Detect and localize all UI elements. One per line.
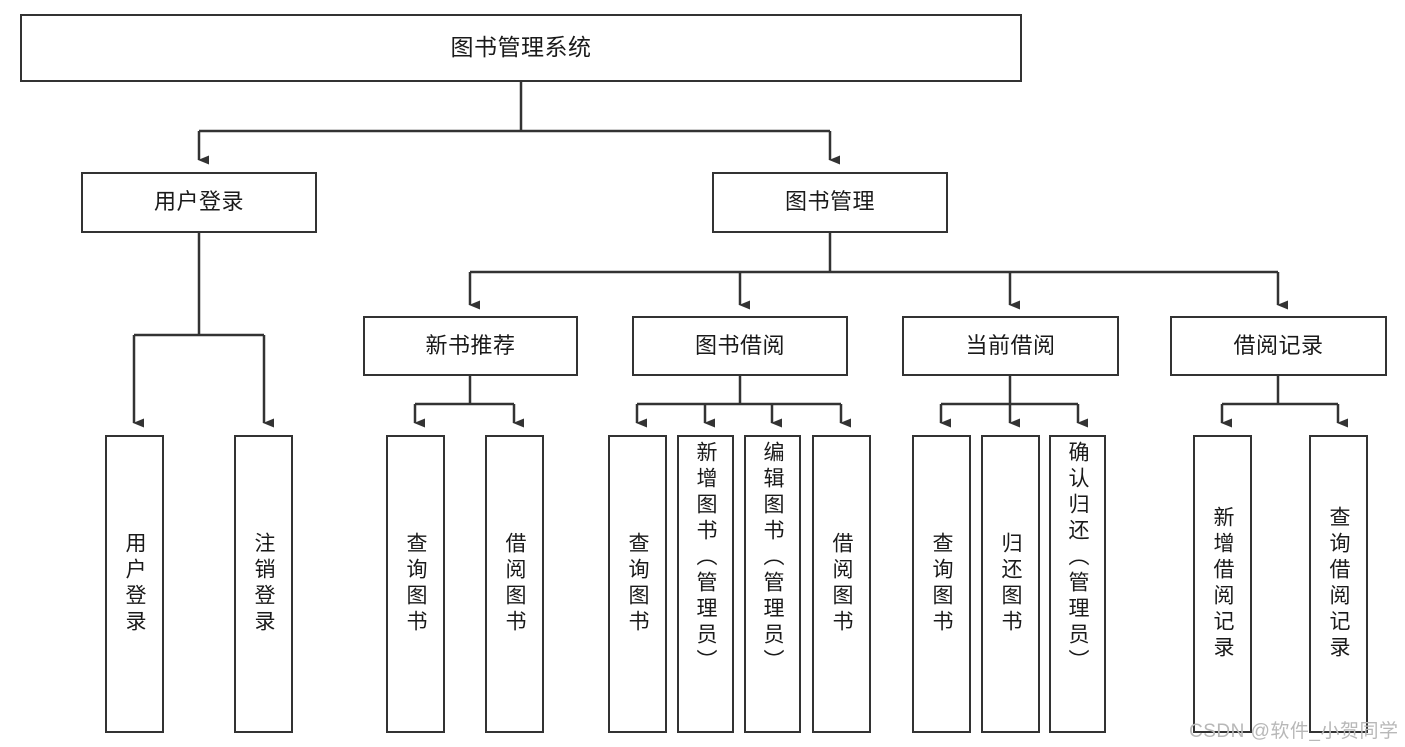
node-borrow-records[interactable]: 借阅记录	[1170, 316, 1387, 376]
node-label-leaf-query-borrow-record: 查询借阅记录	[1327, 506, 1350, 662]
leaf-text-wrap: 查询图书	[388, 437, 443, 731]
leaf-text-wrap: 新增借阅记录	[1195, 437, 1250, 731]
csdn-watermark: CSDN @软件_小贺同学	[1189, 721, 1399, 742]
node-label-leaf-borrow-book-1: 借阅图书	[503, 532, 526, 636]
node-label-leaf-query-book-3: 查询图书	[930, 532, 953, 636]
node-label-root: 图书管理系统	[450, 34, 592, 61]
node-label-leaf-user-login: 用户登录	[123, 532, 146, 636]
node-label-book-borrow: 图书借阅	[694, 332, 785, 358]
node-label-leaf-add-borrow-record: 新增借阅记录	[1211, 506, 1234, 662]
node-label-leaf-logout: 注销登录	[252, 532, 275, 636]
node-leaf-logout[interactable]: 注销登录	[234, 435, 293, 733]
node-leaf-confirm-return-admin[interactable]: 确认归还（管理员）	[1049, 435, 1106, 733]
node-label-leaf-query-book-1: 查询图书	[404, 532, 427, 636]
node-label-book-management: 图书管理	[784, 189, 875, 215]
node-label-leaf-return-book: 归还图书	[999, 532, 1022, 636]
leaf-text-wrap: 新增图书（管理员）	[679, 437, 732, 735]
node-label-leaf-confirm-return-admin: 确认归还（管理员）	[1066, 441, 1089, 675]
node-leaf-user-login[interactable]: 用户登录	[105, 435, 164, 733]
leaf-text-wrap: 归还图书	[983, 437, 1038, 731]
node-leaf-query-book-1[interactable]: 查询图书	[386, 435, 445, 733]
node-current-borrow[interactable]: 当前借阅	[902, 316, 1119, 376]
node-leaf-add-borrow-record[interactable]: 新增借阅记录	[1193, 435, 1252, 733]
leaf-text-wrap: 借阅图书	[487, 437, 542, 731]
leaf-text-wrap: 查询借阅记录	[1311, 437, 1366, 731]
leaf-text-wrap: 确认归还（管理员）	[1051, 437, 1104, 735]
leaf-text-wrap: 用户登录	[107, 437, 162, 731]
node-label-new-book-recommend: 新书推荐	[425, 332, 516, 358]
node-label-borrow-records: 借阅记录	[1233, 332, 1324, 358]
leaf-text-wrap: 借阅图书	[814, 437, 869, 731]
node-leaf-query-book-3[interactable]: 查询图书	[912, 435, 971, 733]
node-book-management[interactable]: 图书管理	[712, 172, 948, 233]
node-leaf-edit-book-admin[interactable]: 编辑图书（管理员）	[744, 435, 801, 733]
node-label-leaf-borrow-book-2: 借阅图书	[830, 532, 853, 636]
node-label-leaf-add-book-admin: 新增图书（管理员）	[694, 441, 717, 675]
node-book-borrow[interactable]: 图书借阅	[632, 316, 848, 376]
node-leaf-query-book-2[interactable]: 查询图书	[608, 435, 667, 733]
node-label-leaf-edit-book-admin: 编辑图书（管理员）	[761, 441, 784, 675]
node-label-user-login: 用户登录	[153, 189, 244, 215]
node-leaf-borrow-book-1[interactable]: 借阅图书	[485, 435, 544, 733]
leaf-text-wrap: 注销登录	[236, 437, 291, 731]
node-leaf-query-borrow-record[interactable]: 查询借阅记录	[1309, 435, 1368, 733]
node-label-leaf-query-book-2: 查询图书	[626, 532, 649, 636]
node-leaf-borrow-book-2[interactable]: 借阅图书	[812, 435, 871, 733]
leaf-text-wrap: 编辑图书（管理员）	[746, 437, 799, 735]
node-root-book-management-system[interactable]: 图书管理系统	[20, 14, 1022, 82]
node-label-current-borrow: 当前借阅	[965, 332, 1056, 358]
leaf-text-wrap: 查询图书	[914, 437, 969, 731]
node-leaf-add-book-admin[interactable]: 新增图书（管理员）	[677, 435, 734, 733]
node-new-book-recommend[interactable]: 新书推荐	[363, 316, 578, 376]
node-leaf-return-book[interactable]: 归还图书	[981, 435, 1040, 733]
node-user-login[interactable]: 用户登录	[81, 172, 317, 233]
leaf-text-wrap: 查询图书	[610, 437, 665, 731]
